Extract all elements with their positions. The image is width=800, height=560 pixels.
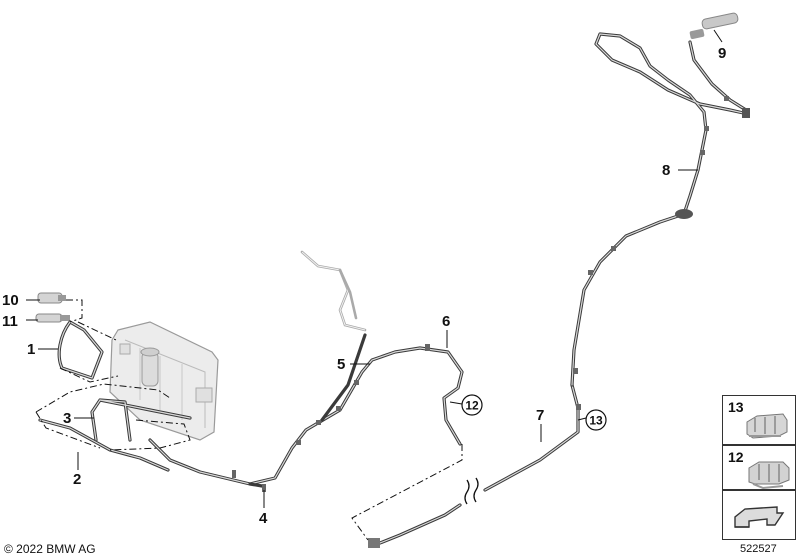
callout-2: 2	[73, 471, 81, 488]
ghost-hose	[300, 250, 367, 332]
clip-12-icon	[748, 461, 790, 490]
legend-panel-13: 13	[722, 395, 796, 445]
svg-text:13: 13	[589, 414, 603, 428]
callout-13-circle: 13	[585, 409, 607, 431]
hose-1	[57, 320, 104, 380]
washer-pump-11	[35, 313, 70, 323]
diagram-reference-number: 522527	[740, 543, 777, 555]
callout-10: 10	[2, 292, 19, 309]
hose-7	[368, 383, 580, 548]
callout-4: 4	[259, 510, 268, 527]
legend-number-13: 13	[728, 399, 744, 415]
svg-text:12: 12	[465, 399, 479, 413]
hose-clips	[232, 96, 729, 492]
callout-7: 7	[536, 407, 544, 424]
callout-6: 6	[442, 313, 450, 330]
callout-8: 8	[662, 162, 670, 179]
callout-3: 3	[63, 410, 71, 427]
legend-panel-12: 12	[722, 445, 796, 490]
callout-12-circle: 12	[461, 394, 483, 416]
hose-8	[570, 32, 750, 387]
copyright-text: © 2022 BMW AG	[4, 542, 96, 556]
nozzle-9	[689, 12, 739, 39]
callout-11: 11	[2, 313, 18, 330]
assembly-outlines	[35, 299, 463, 541]
hose-2	[38, 418, 170, 472]
callout-1: 1	[27, 341, 35, 358]
legend-panel-arrow	[722, 490, 796, 540]
clip-13-icon	[746, 413, 788, 439]
callout-5: 5	[337, 356, 345, 373]
callout-9: 9	[718, 45, 726, 62]
legend-number-12: 12	[728, 449, 744, 465]
hose-3	[90, 398, 192, 442]
arrow-symbol-icon	[734, 506, 785, 528]
leader-lines	[26, 29, 723, 508]
break-symbol-icon	[464, 477, 479, 505]
hose-4	[148, 333, 464, 488]
washer-pump-10	[37, 292, 66, 304]
washer-reservoir	[109, 321, 219, 441]
